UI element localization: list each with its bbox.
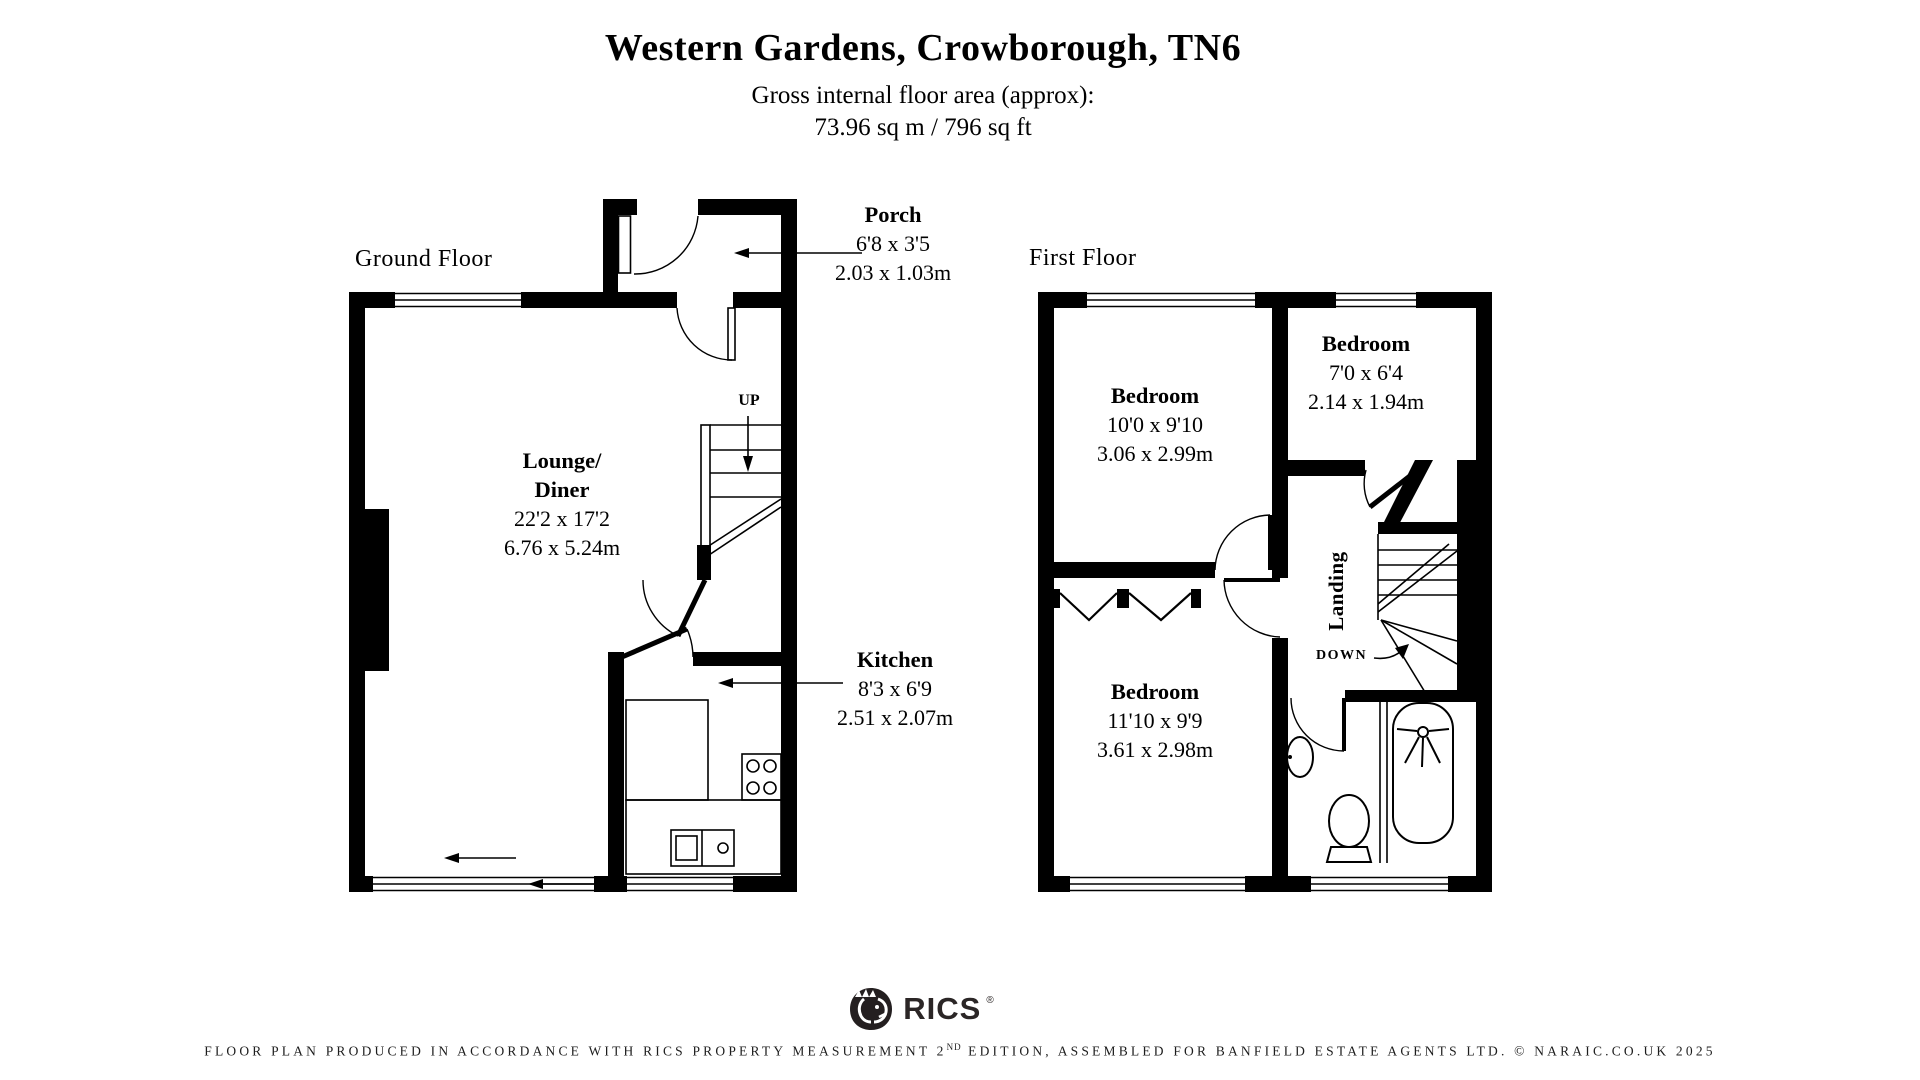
room-name: Bedroom bbox=[1110, 383, 1200, 408]
room-size-imperial: 22'2 x 17'2 bbox=[514, 506, 610, 531]
kitchen-arrow-icon bbox=[718, 678, 733, 688]
first-floor-walls bbox=[1038, 292, 1492, 892]
rics-lion-emblem-icon bbox=[850, 988, 893, 1030]
door-arc-icon bbox=[686, 628, 694, 658]
ground-floor-walls bbox=[349, 199, 797, 892]
kitchen-label: Kitchen 8'3 x 6'9 2.51 x 2.07m bbox=[810, 645, 980, 732]
ground-floor-label: Ground Floor bbox=[355, 246, 493, 272]
up-arrow-icon bbox=[743, 416, 753, 472]
room-size-metric: 3.61 x 2.98m bbox=[1096, 737, 1214, 762]
lobby-door-leaf bbox=[675, 578, 708, 638]
room-size-imperial: 7'0 x 6'4 bbox=[1329, 360, 1403, 385]
door-arc-icon bbox=[676, 307, 733, 361]
rics-logo: RICS ® bbox=[0, 986, 1846, 1032]
door-arc-icon bbox=[633, 215, 699, 275]
ground-floor-plan bbox=[349, 199, 862, 892]
footer-superscript: ND bbox=[946, 1042, 962, 1052]
room-size-metric: 2.14 x 1.94m bbox=[1307, 389, 1425, 414]
door-arc-icon bbox=[1363, 469, 1371, 508]
footer-text-end: EDITION, ASSEMBLED FOR BANFIELD ESTATE A… bbox=[961, 1043, 1716, 1059]
room-size-imperial: 11'10 x 9'9 bbox=[1107, 708, 1203, 733]
counter-icon bbox=[625, 799, 782, 875]
room-name: Lounge/ bbox=[522, 448, 602, 473]
room-size-imperial: 8'3 x 6'9 bbox=[858, 676, 932, 701]
room-name: Bedroom bbox=[1110, 679, 1200, 704]
room-size-imperial: 10'0 x 9'10 bbox=[1107, 412, 1203, 437]
bathroom-fixtures bbox=[1286, 702, 1454, 863]
porch-lounge-door-leaf bbox=[727, 307, 736, 361]
first-floor-label: First Floor bbox=[1029, 245, 1137, 271]
bedroom1-label: Bedroom 10'0 x 9'10 3.06 x 2.99m bbox=[1070, 381, 1240, 468]
porch-label: Porch 6'8 x 3'5 2.03 x 1.03m bbox=[808, 200, 978, 287]
sliding-door-arrows bbox=[444, 853, 594, 889]
window-icon bbox=[627, 876, 733, 892]
counter-icon bbox=[625, 699, 709, 801]
door-arc-icon bbox=[1223, 579, 1281, 638]
front-door-leaf bbox=[617, 215, 632, 274]
room-name: Kitchen bbox=[856, 647, 934, 672]
bedroom2-label: Bedroom 7'0 x 6'4 2.14 x 1.94m bbox=[1281, 329, 1451, 416]
registered-mark: ® bbox=[986, 994, 994, 1006]
room-size-metric: 6.76 x 5.24m bbox=[503, 535, 621, 560]
bathtub-shower-icon bbox=[1392, 702, 1454, 844]
door-arc-icon bbox=[642, 579, 679, 637]
chimney-breast bbox=[349, 509, 389, 671]
first-floor-windows bbox=[1070, 292, 1448, 892]
stairs-up-label: UP bbox=[738, 392, 760, 409]
kitchen-fixtures bbox=[625, 699, 782, 875]
gross-area-caption: Gross internal floor area (approx): bbox=[751, 82, 1095, 109]
room-size-metric: 3.06 x 2.99m bbox=[1096, 441, 1214, 466]
door-arc-icon bbox=[1214, 514, 1271, 571]
ground-floor-windows bbox=[373, 292, 733, 892]
footer-disclaimer: FLOOR PLAN PRODUCED IN ACCORDANCE WITH R… bbox=[0, 1042, 1920, 1060]
wardrobe-bifold-doors-icon bbox=[1059, 592, 1192, 622]
window-icon bbox=[1070, 876, 1245, 892]
room-name: Bedroom bbox=[1321, 331, 1411, 356]
window-icon bbox=[1087, 292, 1255, 308]
stairs-up-icon bbox=[700, 424, 782, 558]
ground-floor-doors bbox=[617, 215, 736, 660]
lounge-diner-label: Lounge/ Diner 22'2 x 17'2 6.76 x 5.24m bbox=[477, 446, 647, 562]
basin-icon bbox=[1286, 736, 1314, 778]
sink-icon bbox=[670, 829, 735, 867]
page-title: Western Gardens, Crowborough, TN6 bbox=[604, 27, 1242, 69]
porch-arrow-icon bbox=[734, 248, 749, 258]
callout-arrows bbox=[718, 248, 862, 688]
stairs-down-icon bbox=[1377, 534, 1458, 703]
toilet-icon bbox=[1325, 794, 1373, 863]
arrow-icon bbox=[528, 879, 543, 889]
window-icon bbox=[395, 292, 521, 308]
partition-wall bbox=[1379, 702, 1388, 863]
window-icon bbox=[1311, 876, 1448, 892]
room-name: Porch bbox=[864, 202, 922, 227]
bedroom3-label: Bedroom 11'10 x 9'9 3.61 x 2.98m bbox=[1070, 677, 1240, 764]
room-size-metric: 2.03 x 1.03m bbox=[834, 260, 952, 285]
stairs-down-label: DOWN bbox=[1316, 648, 1368, 663]
landing-label: Landing bbox=[1324, 551, 1348, 631]
arrow-icon bbox=[444, 853, 459, 863]
window-icon bbox=[1336, 292, 1416, 308]
hob-icon bbox=[741, 753, 782, 801]
room-size-imperial: 6'8 x 3'5 bbox=[856, 231, 930, 256]
footer-text-start: FLOOR PLAN PRODUCED IN ACCORDANCE WITH R… bbox=[204, 1043, 947, 1059]
room-size-metric: 2.51 x 2.07m bbox=[836, 705, 954, 730]
first-floor-plan bbox=[1038, 292, 1492, 892]
rics-logo-text: RICS bbox=[903, 991, 982, 1026]
door-arc-icon bbox=[1290, 697, 1345, 752]
first-floor-doors bbox=[1214, 469, 1417, 752]
room-name: Diner bbox=[534, 477, 590, 502]
kitchen-door-leaf bbox=[621, 626, 688, 660]
bedroom2-door-leaf bbox=[1368, 470, 1417, 509]
gross-area-value: 73.96 sq m / 796 sq ft bbox=[814, 114, 1032, 141]
down-arrow-icon bbox=[1373, 644, 1409, 660]
